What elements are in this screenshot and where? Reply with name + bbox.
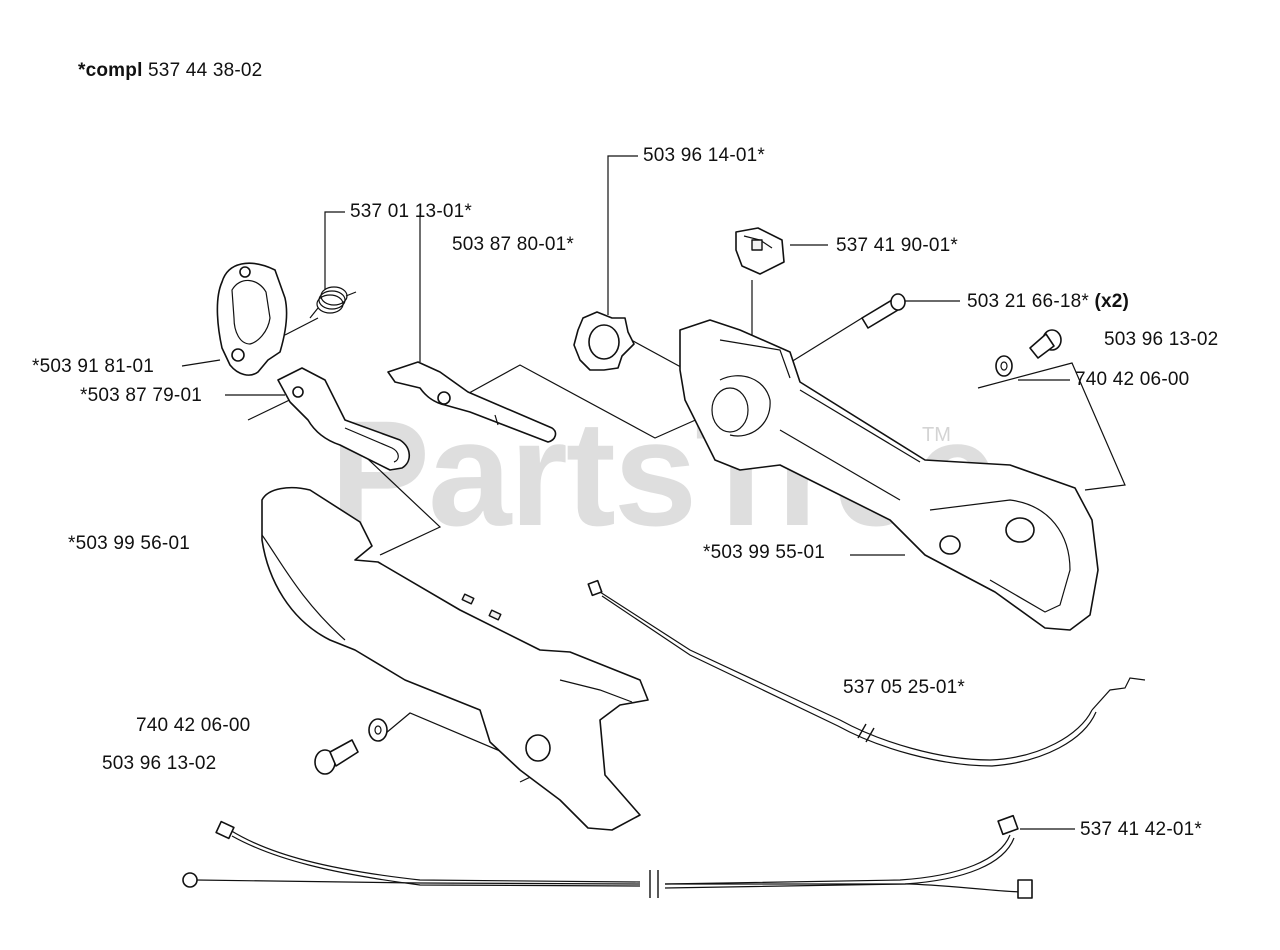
part-label-503-87-80-01[interactable]: 503 87 80-01* — [452, 234, 574, 255]
part-label-537-41-42-01[interactable]: 537 41 42-01* — [1080, 819, 1202, 840]
spring-part — [309, 286, 357, 319]
part-label-537-01-13-01[interactable]: 537 01 13-01* — [350, 201, 472, 222]
assembly-complete-prefix: *compl — [78, 60, 143, 81]
screw-part-top — [861, 293, 906, 329]
leader-503-91-81-01 — [181, 359, 221, 367]
part-label-740-42-06-00-right[interactable]: 740 42 06-00 — [1075, 369, 1190, 390]
lockout-lever-part — [387, 361, 557, 443]
watermark-trademark: TM — [922, 424, 951, 446]
part-label-537-41-90-01[interactable]: 537 41 90-01* — [836, 235, 958, 256]
part-label-503-91-81-01[interactable]: *503 91 81-01 — [32, 356, 154, 377]
throttle-trigger-part — [277, 367, 411, 471]
part-label-503-21-66-18[interactable]: 503 21 66-18* (x2) — [967, 291, 1129, 313]
star-bushing-part — [573, 311, 635, 371]
part-number-503-21-66-18: 503 21 66-18* — [967, 291, 1089, 312]
lever-part — [216, 262, 288, 376]
leader-537-01-13-01 — [324, 211, 345, 290]
screw-washer-right — [995, 329, 1062, 377]
screw-washer-bottom — [314, 718, 388, 775]
part-label-503-96-13-02-bottom[interactable]: 503 96 13-02 — [102, 753, 217, 774]
handle-half-left — [261, 486, 649, 831]
assembly-complete-label: *compl 537 44 38-02 — [78, 60, 262, 82]
handle-half-right — [679, 319, 1099, 631]
part-quantity: (x2) — [1094, 291, 1130, 312]
leader-bracket-left — [247, 394, 442, 556]
assembly-complete-number: 537 44 38-02 — [148, 60, 263, 81]
leader-bracket-center — [459, 364, 701, 439]
part-label-503-99-56-01[interactable]: *503 99 56-01 — [68, 533, 190, 554]
leader-503-96-14-01 — [607, 155, 638, 315]
part-label-503-99-55-01[interactable]: *503 99 55-01 — [703, 542, 825, 563]
part-label-503-96-14-01[interactable]: 503 96 14-01* — [643, 145, 765, 166]
part-label-503-96-13-02-right[interactable]: 503 96 13-02 — [1104, 329, 1219, 350]
leader-bracket-right — [977, 362, 1126, 491]
part-label-537-05-25-01[interactable]: 537 05 25-01* — [843, 677, 965, 698]
switch-part — [735, 227, 785, 275]
throttle-cable — [587, 579, 1146, 767]
wire-harness — [182, 814, 1033, 899]
part-label-740-42-06-00-bottom[interactable]: 740 42 06-00 — [136, 715, 251, 736]
part-label-503-87-79-01[interactable]: *503 87 79-01 — [80, 385, 202, 406]
